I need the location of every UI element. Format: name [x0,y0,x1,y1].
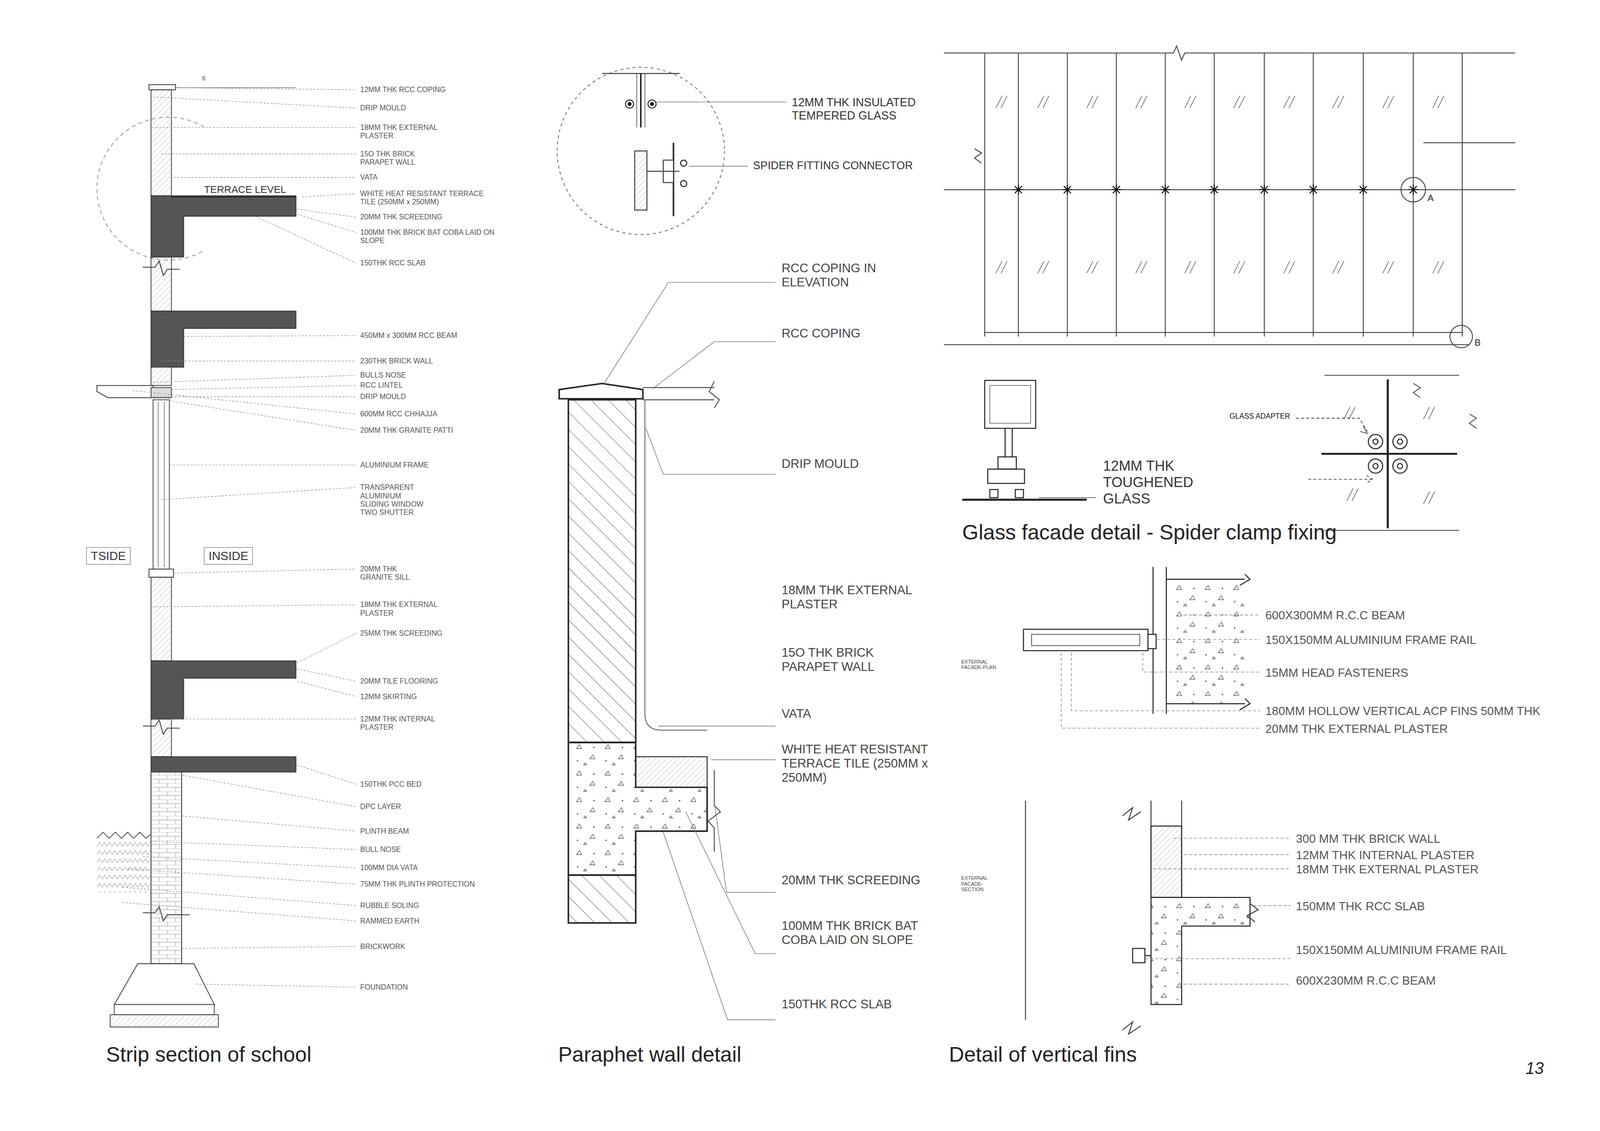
zone-tag: INSIDE [208,549,249,564]
annotation-label: 600X300MM R.C.C BEAM [1265,609,1405,623]
caption: Strip section of school [106,1042,312,1068]
grid-marker: A [1427,192,1434,204]
annotation-label: 150X150MM ALUMINIUM FRAME RAIL [1265,633,1476,648]
annotation-label: ALUMINIUM FRAME [360,461,429,470]
annotation-label: 150X150MM ALUMINIUM FRAME RAIL [1295,943,1507,958]
annotation-label: 300 MM THK BRICK WALL [1295,832,1440,847]
annotation-label: FOUNDATION [360,983,409,992]
annotation-label: GLASS ADAPTER [1229,412,1291,421]
annotation-label: 180MM HOLLOW VERTICAL ACP FINS 50MM THK [1265,704,1541,719]
annotation-label: BULL NOSE [360,845,402,855]
grid-marker: B [1474,337,1481,349]
leader-lines [604,102,787,1021]
annotation-label: 150THK RCC SLAB [781,997,892,1012]
annotation-label: 150MM THK RCC SLAB [1295,900,1425,914]
annotation-label: 18MM THK EXTERNAL PLASTER [781,583,930,612]
annotation-label: DRIP MOULD [781,457,859,472]
annotation-label: 150THK PCC BED [360,780,422,789]
annotation-label: 150THK RCC SLAB [360,259,426,268]
annotation-label: 25MM THK SCREEDING [360,629,443,638]
annotation-label: RUBBLE SOLING [360,901,420,911]
annotation-label: DPC LAYER [360,802,402,812]
leader-lines [122,87,356,988]
annotation-label: 12MM THK RCC COPING [360,85,446,94]
annotation-label: BRICKWORK [360,943,406,952]
annotation-label: 600MM RCC CHHAJJA [360,410,438,419]
annotation-label: 20MM THK SCREEDING [781,873,921,888]
zone-tag: TSIDE [90,549,126,564]
annotation-label: DRIP MOULD [360,392,407,402]
vertical-fin-details [1023,567,1258,1035]
glass-facade-elevation [943,46,1516,349]
leader-lines [1061,614,1291,985]
annotation-label: 100MM THK BRICK BAT COBA LAID ON SLOPE [781,919,930,948]
zone-tag-box: TSIDE [86,547,131,565]
annotation-label: 18MM THK EXTERNAL PLASTER [360,600,448,618]
annotation-label: 12MM THK INTERNAL PLASTER [1295,849,1475,863]
annotation-label: 18MM THK EXTERNAL PLASTER [1295,863,1479,877]
caption: Detail of vertical fins [948,1042,1137,1068]
annotation-label: 15O THK BRICK PARAPET WALL [781,646,930,675]
annotation-label: VATA [360,173,378,182]
annotation-label: VATA [781,707,812,722]
annotation-label: 20MM THK EXTERNAL PLASTER [1265,722,1448,737]
annotation-label: 100MM THK BRICK BAT COBA LAID ON SLOPE [360,228,496,246]
spider-clamp-details [962,375,1477,531]
annotation-label: RCC LINTEL [360,381,403,390]
annotation-label: 15MM HEAD FASTENERS [1265,666,1409,681]
level-label: TERRACE LEVEL [203,183,287,196]
annotation-label: 100MM DIA VATA [360,864,418,873]
annotation-label: DRIP MOULD [360,104,407,113]
annotation-label: 75MM THK PLINTH PROTECTION [360,880,475,889]
annotation-label: RCC COPING [781,326,861,341]
annotation-label: SPIDER FITTING CONNECTOR [753,159,913,172]
annotation-label: 12MM THK INTERNAL PLASTER [360,715,448,733]
page-number: 13 [1525,1059,1544,1079]
glass-marks [995,95,1444,504]
annotation-label: 230THK BRICK WALL [360,357,433,366]
view-label: EXTERNAL FACADE-SECTION [961,875,1001,893]
annotation-label: 12MM SKIRTING [360,693,417,702]
annotation-label: 20MM THK GRANITE SILL [360,565,422,583]
annotation-label: 12MM THK TOUGHENED GLASS [1103,458,1206,507]
annotation-label: 12MM THK INSULATED TEMPERED GLASS [792,95,935,123]
zone-tag-box: INSIDE [203,547,253,565]
annotation-label: WHITE HEAT RESISTANT TERRACE TILE (250MM… [360,189,496,207]
annotation-label: 450MM x 300MM RCC BEAM [360,331,458,340]
caption: Paraphet wall detail [557,1042,741,1068]
annotation-label: BULLS NOSE [360,371,407,380]
annotation-label: 600X230MM R.C.C BEAM [1295,974,1436,989]
annotation-label: B [202,75,206,83]
annotation-label: TRANSPARENT ALUMINIUM SLIDING WINDOW TWO… [360,483,430,518]
view-label: EXTERNAL FACADE-PLAN [961,659,1001,671]
annotation-label: RAMMED EARTH [360,917,420,926]
parapet-detail [557,67,725,924]
annotation-label: 15O THK BRICK PARAPET WALL [360,150,448,167]
annotation-label: WHITE HEAT RESISTANT TERRACE TILE (250MM… [781,742,930,786]
annotation-label: 20MM THK GRANITE PATTI [360,426,454,435]
annotation-label: 20MM THK SCREEDING [360,213,443,222]
annotation-label: RCC COPING IN ELEVATION [781,261,904,290]
annotation-label: 18MM THK EXTERNAL PLASTER [360,123,448,141]
annotation-label: PLINTH BEAM [360,827,410,836]
caption: Glass facade detail - Spider clamp fixin… [962,520,1337,545]
annotation-label: 20MM TILE FLOORING [360,677,438,686]
